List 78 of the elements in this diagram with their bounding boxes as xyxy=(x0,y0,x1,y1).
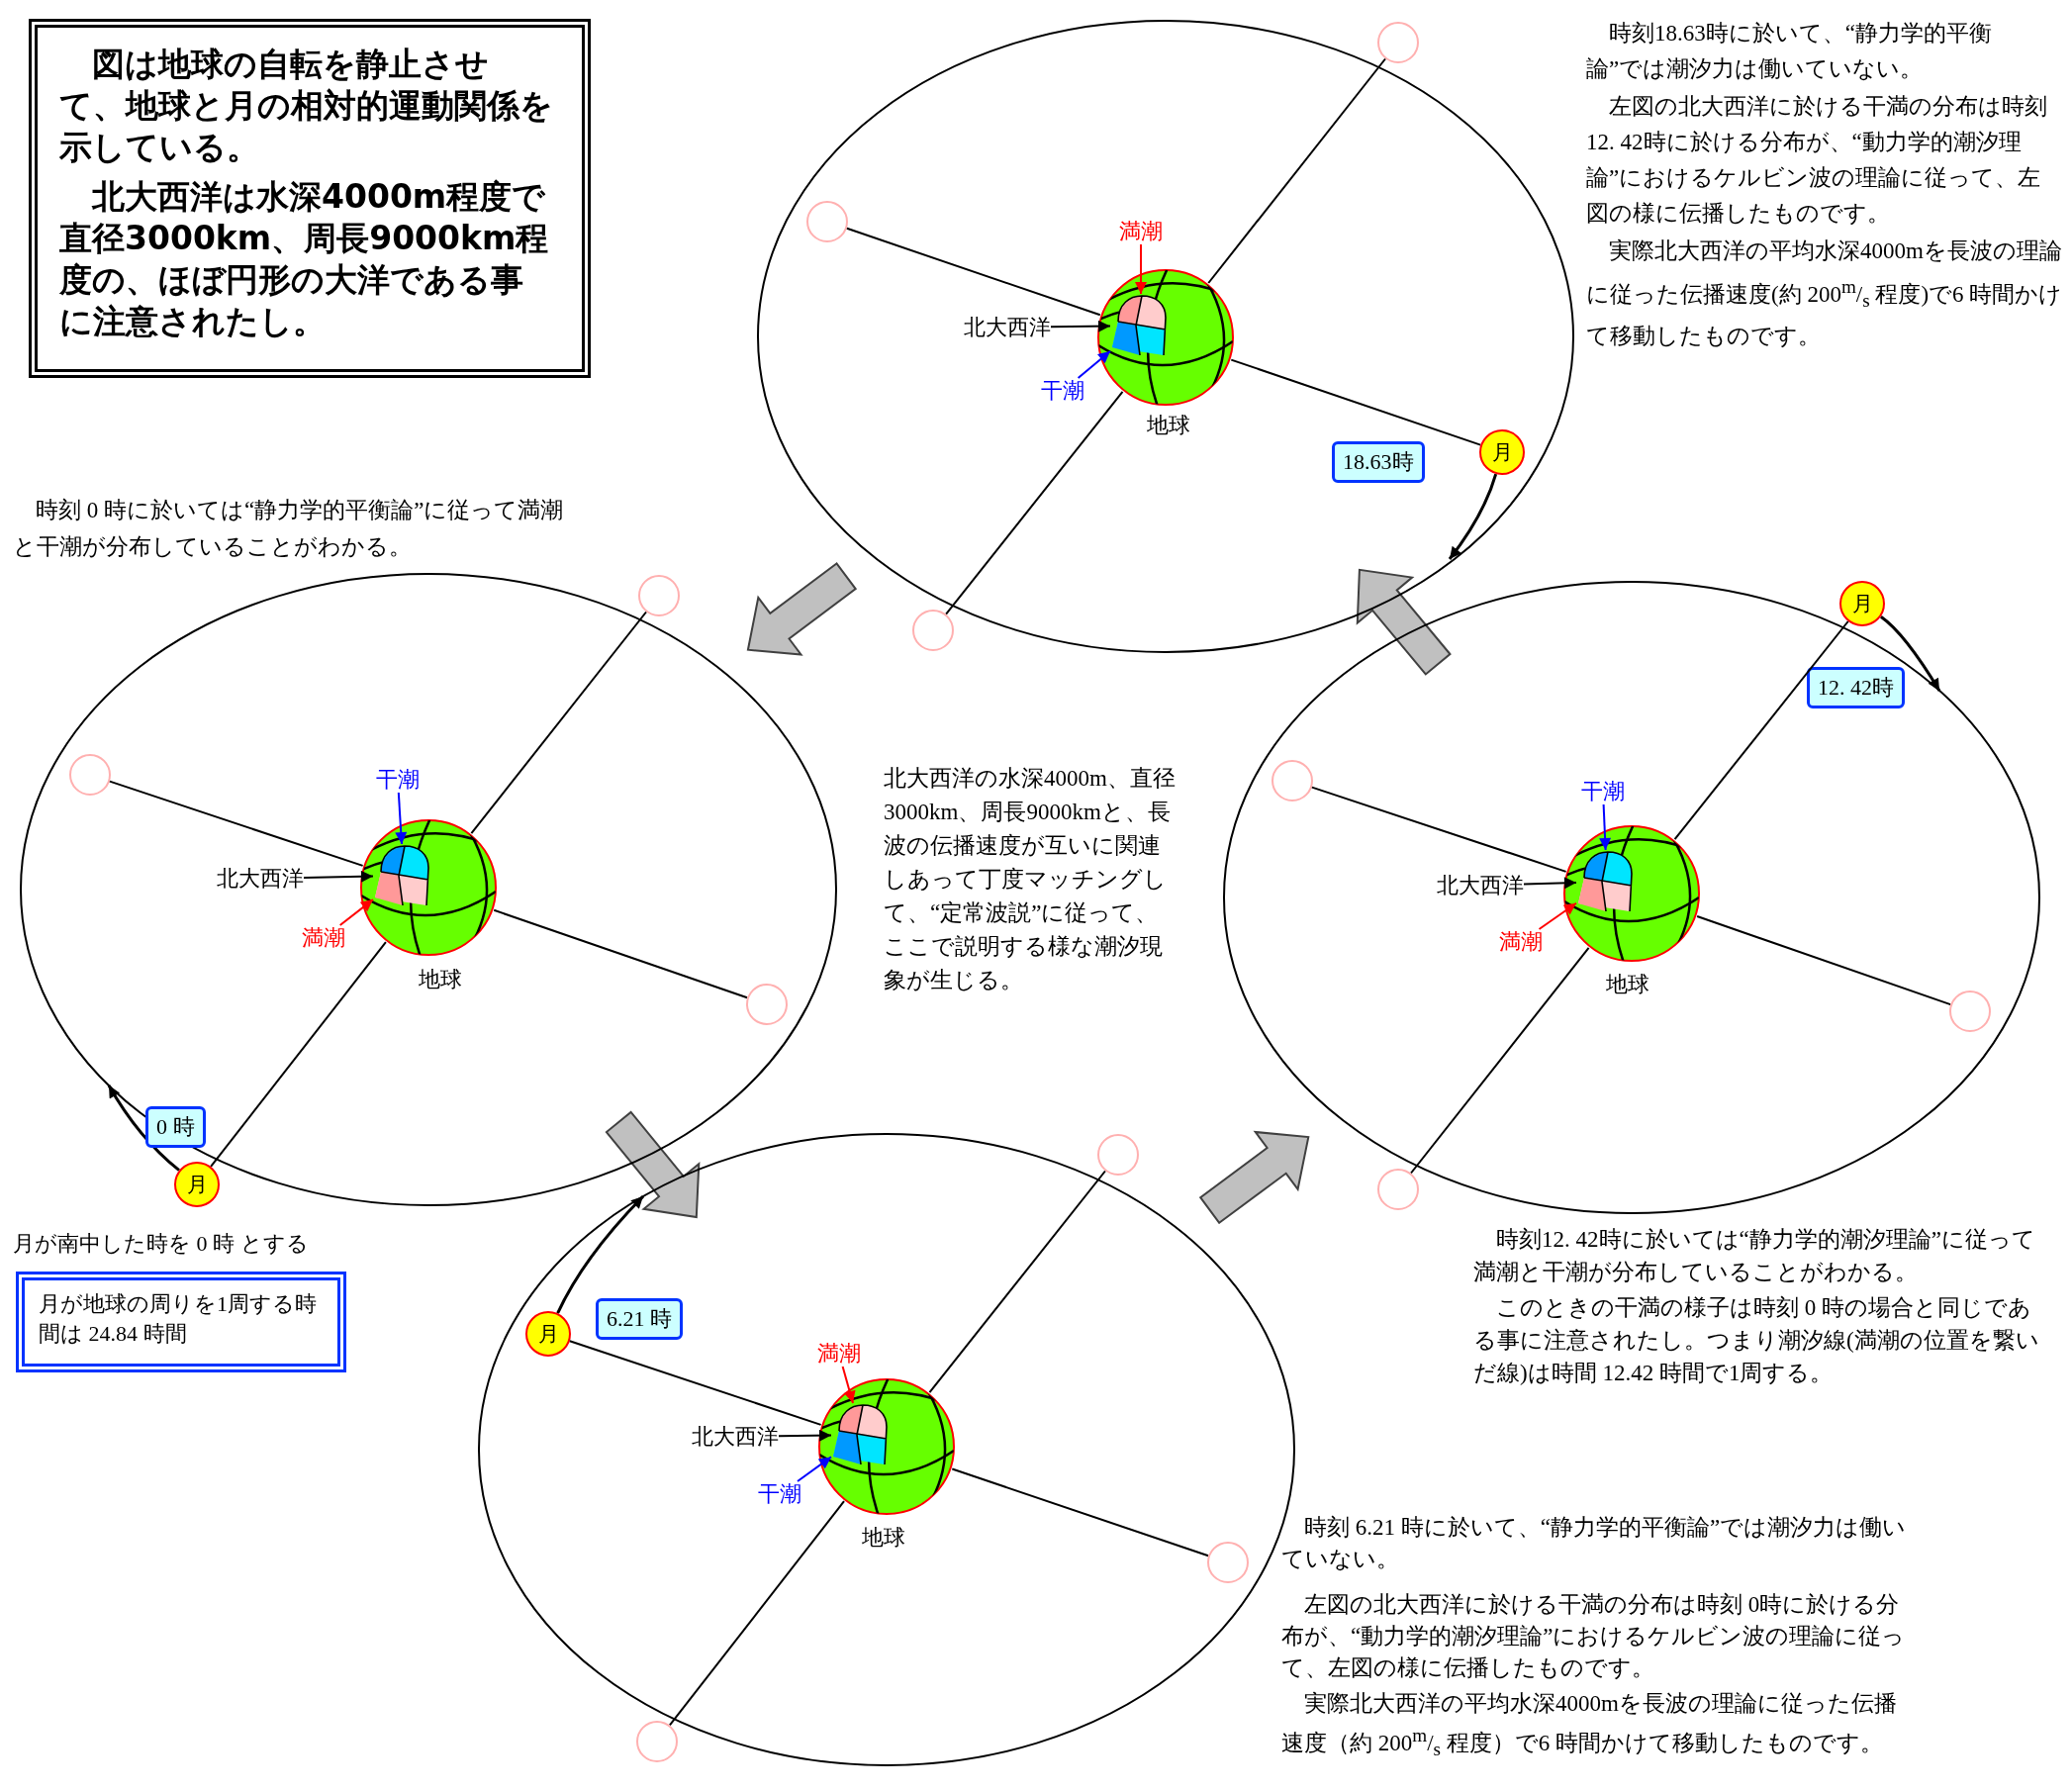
orbit-point xyxy=(638,575,680,616)
leader-arrow xyxy=(778,1429,832,1442)
connector-line xyxy=(1696,915,1952,1006)
block-arrow xyxy=(746,562,858,656)
callout-label: 北大西洋 xyxy=(692,1424,779,1450)
orbit-point xyxy=(1097,1134,1139,1176)
connector-line xyxy=(1207,57,1386,284)
time-badge: 6.21 時 xyxy=(596,1298,683,1340)
arrow xyxy=(1880,615,1941,692)
arrow xyxy=(1448,473,1498,560)
orbit-point xyxy=(1377,22,1419,63)
leader-arrow xyxy=(303,870,374,883)
leader-arrow xyxy=(797,1456,832,1482)
connector-line xyxy=(928,1170,1106,1394)
globe-caption: 地球 xyxy=(862,1525,905,1551)
description-text: 月が南中した時を 0 時 とする xyxy=(13,1230,309,1258)
leader-arrow xyxy=(1135,243,1147,295)
note-box xyxy=(16,1272,346,1372)
callout-label: 満潮 xyxy=(817,1341,861,1367)
block-arrow xyxy=(605,1110,701,1219)
globe-caption: 地球 xyxy=(419,967,462,992)
description-text: 左図の北大西洋に於ける干満の分布は時刻 12. 42時に於ける分布が、“動力学的潮汐理論”におけるケルビン波の理論に従って、左図の様に伝播したものです。 xyxy=(1586,93,2048,228)
leader-arrow xyxy=(1538,901,1577,930)
connector-line xyxy=(210,941,387,1168)
time-badge: 18.63時 xyxy=(1332,441,1425,483)
connector-line xyxy=(945,390,1124,615)
description-text: 実際北大西洋の平均水深4000mを長波の理論に従った伝播速度（約 200$^{m}$/$_{s}$ 程度）で6 時間かけて移動したものです。 xyxy=(1281,1690,1898,1762)
note-text: 北大西洋は水深4000m程度で直径3000km、周長9000km程度の、ほぼ円形の大洋である事に注意されたし。 xyxy=(59,176,550,342)
callout-label: 満潮 xyxy=(302,925,345,951)
leader-arrow xyxy=(841,1366,856,1404)
arrow xyxy=(107,1085,180,1172)
globe-caption: 地球 xyxy=(1147,413,1190,438)
callout-label: 北大西洋 xyxy=(217,866,304,892)
callout-label: 干潮 xyxy=(376,767,420,793)
callout-label: 干潮 xyxy=(1581,779,1625,804)
connector-line xyxy=(568,1340,822,1426)
description-text: 時刻 0 時に於いては“静力学的平衡論”に従って満潮と干潮が分布していることがわかる。 xyxy=(13,497,565,561)
connector-line xyxy=(1230,358,1482,446)
description-text: 時刻 6.21 時に於いて、“静力学的平衡論”では潮汐力は働いていない。 xyxy=(1281,1514,1908,1573)
note-text: 月が地球の周りを1周する時間は 24.84 時間 xyxy=(39,1290,318,1348)
description-text: 実際北大西洋の平均水深4000mを長波の理論に従った伝播速度(約 200$^{m}$/$_{s}$ 程度)で6 時間かけて移動したものです。 xyxy=(1586,237,2064,351)
callout-label: 満潮 xyxy=(1119,219,1163,244)
leader-arrow xyxy=(1050,320,1111,332)
connector-line xyxy=(1673,620,1849,841)
description-text: 時刻18.63時に於いて、“静力学的平衡論”では潮汐力は働いていない。 xyxy=(1586,20,1993,83)
note-text: 図は地球の自転を静止させて、地球と月の相対的運動関係を示している。 xyxy=(59,44,554,168)
orbit-point xyxy=(1377,1169,1419,1210)
callout-label: 満潮 xyxy=(1499,929,1543,955)
description-text: このときの干満の様子は時刻 0 時の場合と同じである事に注意されたし。つまり潮汐線(満潮の位置を繋いだ線)は時間 12.42 時間で1周する。 xyxy=(1473,1294,2040,1387)
orbit-point xyxy=(912,610,954,651)
callout-label: 干潮 xyxy=(758,1481,801,1507)
description-text: 時刻12. 42時に於いては“静力学的潮汐理論”に従って満潮と干潮が分布していることがわかる。 xyxy=(1473,1226,2036,1286)
connector-line xyxy=(470,611,647,835)
leader-arrow xyxy=(1599,803,1612,851)
moon-marker: 月 xyxy=(174,1162,220,1207)
connector-line xyxy=(1310,786,1567,873)
description-text: 北大西洋の水深4000m、直径3000km、周長9000kmと、長波の伝播速度が互いに関連しあって丁度マッチングして、“定常波説”に従って、ここで説明する様な潮汐現象が生じる。 xyxy=(884,765,1177,994)
connector-line xyxy=(668,1500,845,1727)
leader-arrow xyxy=(1523,877,1577,890)
callout-label: 北大西洋 xyxy=(964,315,1051,340)
connector-line xyxy=(951,1467,1210,1557)
connector-line xyxy=(845,227,1101,317)
leader-arrow xyxy=(1077,349,1111,379)
connector-line xyxy=(108,780,364,867)
moon-marker: 月 xyxy=(1839,581,1885,626)
block-arrow xyxy=(1198,1130,1310,1225)
callout-label: 干潮 xyxy=(1041,378,1084,404)
leader-arrow xyxy=(395,792,408,845)
globe-caption: 地球 xyxy=(1606,972,1649,997)
description-text: 左図の北大西洋に於ける干満の分布は時刻 0時に於ける分布が、“動力学的潮汐理論”におけるケルビン波の理論に従って、左図の様に伝播したものです。 xyxy=(1281,1591,1907,1682)
note-box xyxy=(29,19,591,378)
block-arrow xyxy=(1356,568,1452,676)
connector-line xyxy=(1410,946,1590,1175)
callout-label: 北大西洋 xyxy=(1437,873,1524,898)
leader-arrow xyxy=(338,898,374,926)
connector-line xyxy=(493,908,749,999)
orbit-point xyxy=(636,1721,678,1762)
arrow xyxy=(556,1194,645,1314)
